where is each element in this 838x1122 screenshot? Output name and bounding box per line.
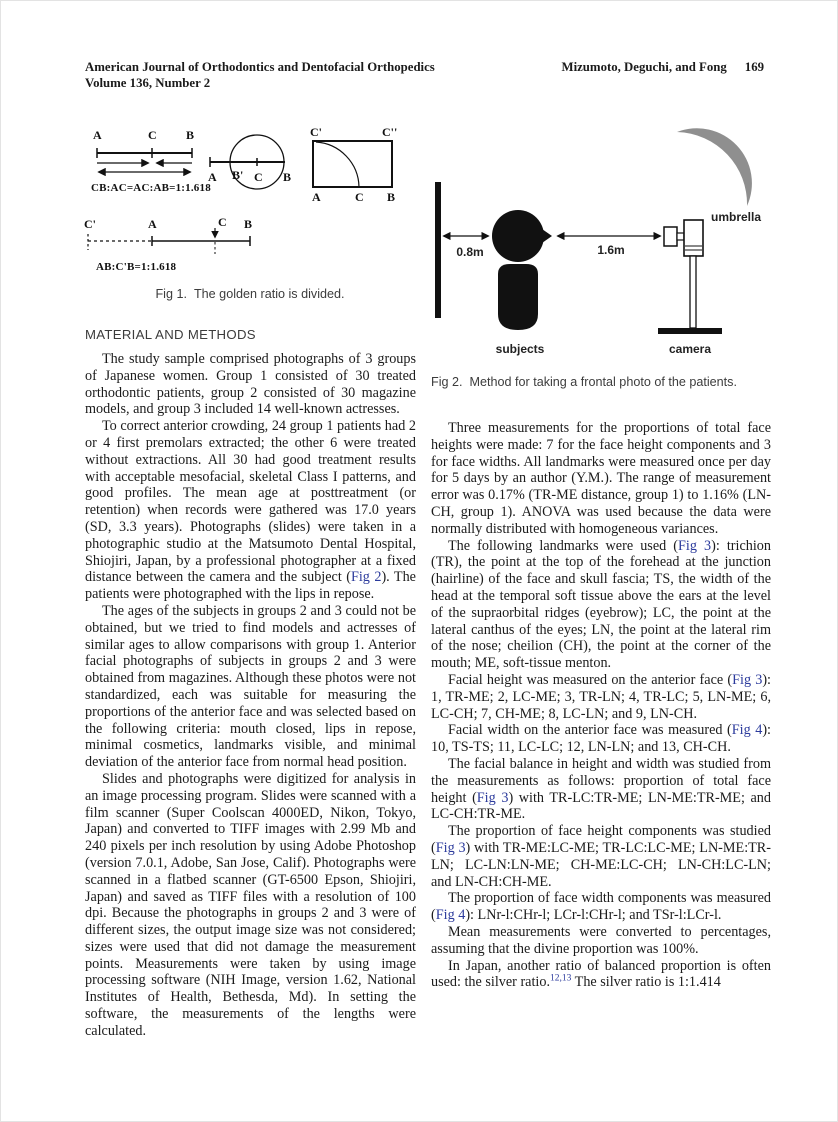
left-column-text: The study sample comprised photographs o… bbox=[85, 351, 416, 1040]
golden-ratio-formula-1: CB:AC=AC:AB=1:1.618 bbox=[91, 182, 211, 194]
figure-reference-link[interactable]: Fig 2 bbox=[350, 569, 382, 586]
extended-segment-diagram: C' A C B AB:C'B=1:1.618 bbox=[84, 215, 252, 273]
text-run: ): LNr-l:CHr-l; LCr-l:CHr-l; and TSr-l:L… bbox=[465, 907, 722, 924]
point-label-c: C bbox=[254, 170, 263, 184]
paragraph: The facial balance in height and width w… bbox=[431, 756, 771, 823]
camera-on-stand bbox=[658, 219, 722, 334]
point-label-c-prime: C' bbox=[84, 217, 96, 231]
figure-1-caption-text: The golden ratio is divided. bbox=[193, 287, 345, 301]
figure-reference-link[interactable]: Fig 4 bbox=[731, 722, 763, 739]
figure-1-caption: Fig 1. The golden ratio is divided. bbox=[85, 287, 415, 302]
figure-1-caption-label: Fig 1. bbox=[155, 287, 187, 301]
camera-label: camera bbox=[669, 342, 711, 356]
text-run: To correct anterior crowding, 24 group 1… bbox=[85, 418, 416, 586]
text-run: Facial width on the anterior face was me… bbox=[448, 722, 732, 739]
running-header-right: Mizumoto, Deguchi, and Fong 169 bbox=[561, 60, 764, 76]
point-label-b-prime: B' bbox=[232, 168, 243, 182]
paragraph: The proportion of face width components … bbox=[431, 890, 771, 924]
point-label-a: A bbox=[93, 128, 102, 142]
point-label-c-prime: C' bbox=[310, 125, 322, 139]
text-run: Slides and photographs were digitized fo… bbox=[85, 770, 416, 1039]
paragraph: Three measurements for the proportions o… bbox=[431, 420, 771, 538]
text-run: ): trichion (TR), the point at the top o… bbox=[431, 537, 771, 672]
right-column-text: Three measurements for the proportions o… bbox=[431, 420, 771, 991]
text-run: ): 1, TR-ME; 2, LC-ME; 3, TR-LN; 4, TR-L… bbox=[431, 671, 771, 722]
paragraph: Mean measurements were converted to perc… bbox=[431, 924, 771, 958]
reference-superscript-link[interactable]: 12,13 bbox=[550, 973, 572, 984]
paragraph: The study sample comprised photographs o… bbox=[85, 351, 416, 418]
section-heading-material-and-methods: MATERIAL AND METHODS bbox=[85, 327, 256, 342]
figure-1-svg: A C B CB:AC=AC:AB=1:1.618 A B' C bbox=[84, 125, 397, 273]
figure-2-caption: Fig 2. Method for taking a frontal photo … bbox=[431, 375, 773, 390]
point-label-b: B bbox=[283, 170, 291, 184]
point-label-a: A bbox=[312, 190, 321, 204]
text-run: The facial balance in height and width w… bbox=[431, 755, 771, 806]
umbrella-shape bbox=[677, 128, 752, 206]
figure-reference-link[interactable]: Fig 3 bbox=[678, 537, 712, 554]
running-header-left: American Journal of Orthodontics and Den… bbox=[85, 60, 515, 91]
point-label-b: B bbox=[387, 190, 395, 204]
point-label-b: B bbox=[186, 128, 194, 142]
text-run: The silver ratio is 1:1.414 bbox=[571, 974, 721, 991]
paragraph: To correct anterior crowding, 24 group 1… bbox=[85, 418, 416, 603]
journal-volume: Volume 136, Number 2 bbox=[85, 75, 211, 90]
segment-division-diagram: A C B CB:AC=AC:AB=1:1.618 bbox=[91, 128, 211, 194]
point-label-c-double-prime: C'' bbox=[382, 125, 397, 139]
text-run: Mean measurements were converted to perc… bbox=[431, 923, 771, 957]
text-run: The following landmarks were used ( bbox=[448, 537, 679, 554]
figure-reference-link[interactable]: Fig 3 bbox=[476, 789, 509, 806]
subjects-label: subjects bbox=[496, 342, 545, 356]
paragraph: In Japan, another ratio of balanced prop… bbox=[431, 958, 771, 992]
paragraph: The proportion of face height components… bbox=[431, 823, 771, 890]
text-run: The study sample comprised photographs o… bbox=[85, 351, 416, 418]
text-run: ) with TR-ME:LC-ME; TR-LC:LC-ME; LN-ME:T… bbox=[431, 839, 771, 890]
figure-2-caption-label: Fig 2. bbox=[431, 375, 463, 389]
journal-title: American Journal of Orthodontics and Den… bbox=[85, 60, 435, 74]
paragraph: The following landmarks were used (Fig 3… bbox=[431, 538, 771, 672]
text-run: ) with TR-LC:TR-ME; LN-ME:TR-ME; and LC-… bbox=[431, 789, 771, 823]
subject-silhouette bbox=[492, 210, 552, 330]
distance-label-1-6m: 1.6m bbox=[597, 243, 624, 257]
distance-label-0-8m: 0.8m bbox=[456, 245, 483, 259]
point-label-c: C bbox=[355, 190, 364, 204]
umbrella-label: umbrella bbox=[711, 210, 761, 224]
figure-reference-link[interactable]: Fig 3 bbox=[732, 671, 763, 688]
text-run: ): 10, TS-TS; 11, LC-LC; 12, LN-LN; and … bbox=[431, 722, 771, 756]
figure-2-photo-setup-diagram: 0.8m 1.6m umbrella subjects camera bbox=[430, 122, 770, 364]
paragraph: Facial width on the anterior face was me… bbox=[431, 722, 771, 756]
background-wall-bar bbox=[435, 182, 441, 318]
figure-reference-link[interactable]: Fig 4 bbox=[435, 907, 466, 924]
point-label-a: A bbox=[208, 170, 217, 184]
text-run: The proportion of face width components … bbox=[431, 890, 771, 924]
text-run: ). The patients were photographed with t… bbox=[85, 569, 416, 603]
golden-rectangle-diagram: C' C'' A C B bbox=[310, 125, 397, 204]
figure-2-caption-text: Method for taking a frontal photo of the… bbox=[469, 375, 737, 389]
point-label-a: A bbox=[148, 217, 157, 231]
golden-ratio-formula-2: AB:C'B=1:1.618 bbox=[96, 261, 177, 273]
figure-2-svg: 0.8m 1.6m umbrella subjects camera bbox=[435, 128, 761, 356]
text-run: The ages of the subjects in groups 2 and… bbox=[85, 602, 416, 771]
figure-reference-link[interactable]: Fig 3 bbox=[435, 839, 466, 856]
authors: Mizumoto, Deguchi, and Fong bbox=[561, 60, 727, 74]
text-run: In Japan, another ratio of balanced prop… bbox=[431, 957, 771, 991]
point-label-c: C bbox=[218, 215, 227, 229]
text-run: Three measurements for the proportions o… bbox=[431, 420, 771, 537]
circle-construction-diagram: A B' C B bbox=[208, 134, 291, 190]
point-label-c: C bbox=[148, 128, 157, 142]
figure-1-golden-ratio-diagram: A C B CB:AC=AC:AB=1:1.618 A B' C bbox=[82, 124, 414, 282]
paragraph: Slides and photographs were digitized fo… bbox=[85, 771, 416, 1040]
page-number: 169 bbox=[744, 60, 764, 74]
paragraph: The ages of the subjects in groups 2 and… bbox=[85, 603, 416, 771]
point-label-b: B bbox=[244, 217, 252, 231]
paragraph: Facial height was measured on the anteri… bbox=[431, 672, 771, 722]
text-run: Facial height was measured on the anteri… bbox=[448, 671, 733, 688]
text-run: The proportion of face height components… bbox=[431, 823, 771, 856]
